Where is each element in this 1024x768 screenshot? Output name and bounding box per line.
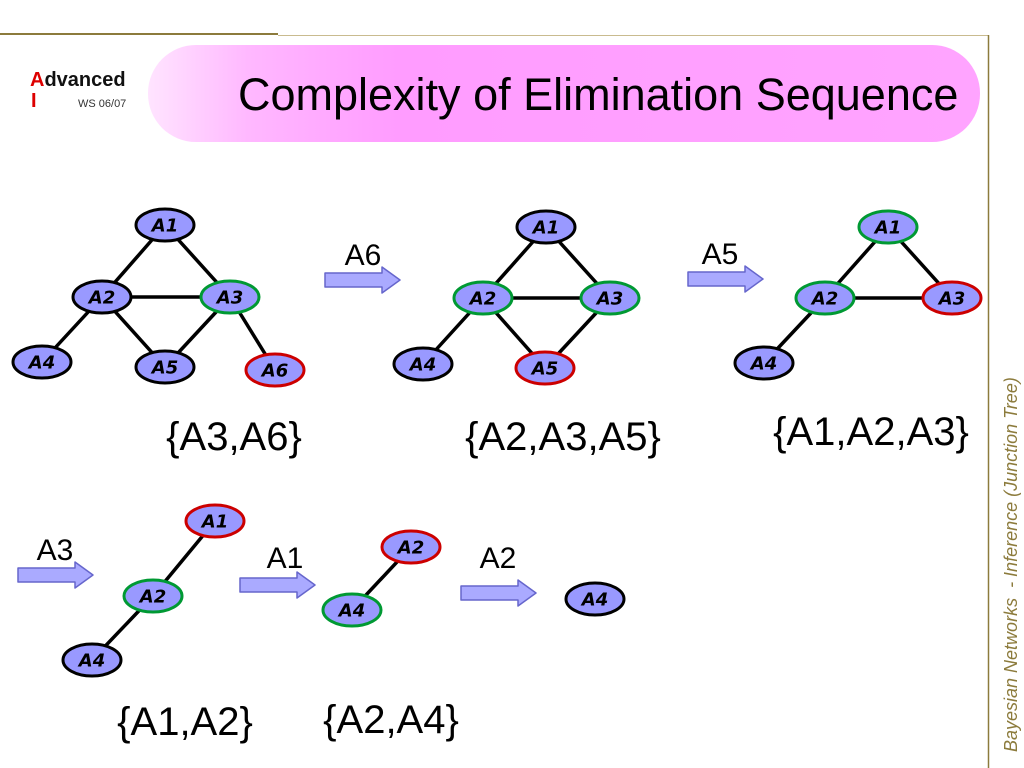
node-ring <box>579 280 641 316</box>
node-ring <box>733 345 795 381</box>
node-ring <box>199 279 261 315</box>
node-label: A6 <box>260 361 288 382</box>
node-ring <box>380 529 442 565</box>
node-ring <box>11 344 73 380</box>
graph-step-2: A1 A2 A3 A4 A5 {A2,A3,A5} <box>392 209 661 459</box>
node-a2: A2 <box>122 578 184 614</box>
eliminate-step-arrow <box>687 265 764 293</box>
eliminated-variable-label: A2 <box>480 542 517 575</box>
node-label: A2 <box>468 289 496 310</box>
graph-step-6: A4 <box>564 581 626 617</box>
node-ring <box>134 207 196 243</box>
node-a3: A3 <box>199 279 261 315</box>
node-ring <box>184 503 246 539</box>
course-logo: Advanced I WS 06/07 <box>30 69 126 112</box>
node-a3: A3 <box>579 280 641 316</box>
title-banner <box>148 45 980 142</box>
clique-label: {A2,A4} <box>323 698 459 742</box>
node-label: A3 <box>595 289 623 310</box>
node-a4: A4 <box>11 344 73 380</box>
node-ring <box>564 581 626 617</box>
node-a5: A5 <box>514 350 576 386</box>
node-a2: A2 <box>452 280 514 316</box>
node-ring <box>515 209 577 245</box>
eliminate-step-arrow <box>17 561 94 589</box>
node-a6: A6 <box>244 352 306 388</box>
graph-step-5: A2 A4 {A2,A4} <box>321 529 459 742</box>
side-caption: Bayesian Networks - Inference (Junction … <box>1001 377 1021 752</box>
node-ring <box>122 578 184 614</box>
node-label: A5 <box>150 358 178 379</box>
node-label: A4 <box>408 355 436 376</box>
graph-step-3: A1 A2 A3 A4 {A1,A2,A3} <box>733 209 983 454</box>
node-ring <box>134 349 196 385</box>
node-label: A1 <box>150 216 178 237</box>
node-ring <box>452 280 514 316</box>
node-a5: A5 <box>134 349 196 385</box>
node-label: A1 <box>873 218 901 239</box>
node-label: A2 <box>138 587 166 608</box>
right-arrow-icon <box>17 561 94 589</box>
clique-label: {A1,A2,A3} <box>773 410 969 454</box>
logo-rest: dvanced <box>44 69 125 91</box>
eliminated-variable-label: A6 <box>345 239 382 272</box>
clique-label: {A1,A2} <box>117 700 253 744</box>
node-label: A1 <box>531 218 559 239</box>
node-label: A1 <box>200 512 228 533</box>
node-label: A2 <box>810 289 838 310</box>
node-label: A3 <box>937 289 965 310</box>
node-label: A4 <box>749 354 777 375</box>
node-ring <box>794 280 856 316</box>
node-a4: A4 <box>564 581 626 617</box>
right-arrow-icon <box>687 265 764 293</box>
node-a4: A4 <box>733 345 795 381</box>
node-label: A2 <box>87 288 115 309</box>
logo-line2: I <box>31 90 37 112</box>
node-label: A2 <box>396 538 424 559</box>
node-ring <box>61 642 123 678</box>
logo-initial: A <box>30 69 44 91</box>
logo-line1: Advanced <box>30 69 126 91</box>
node-label: A4 <box>77 651 105 672</box>
node-a1: A1 <box>857 209 919 245</box>
graph-step-4: A1 A2 A4 {A1,A2} <box>61 503 253 744</box>
node-a1: A1 <box>184 503 246 539</box>
eliminated-variable-label: A3 <box>37 534 74 567</box>
node-ring <box>71 279 133 315</box>
clique-label: {A3,A6} <box>166 415 302 459</box>
node-label: A4 <box>27 353 55 374</box>
node-label: A3 <box>215 288 243 309</box>
node-a4: A4 <box>321 592 383 628</box>
node-ring <box>244 352 306 388</box>
node-a2: A2 <box>380 529 442 565</box>
right-arrow-icon <box>324 266 401 294</box>
right-arrow-icon <box>460 579 537 607</box>
node-label: A4 <box>337 601 365 622</box>
clique-label: {A2,A3,A5} <box>465 415 661 459</box>
right-arrow-icon <box>239 571 316 599</box>
node-a4: A4 <box>61 642 123 678</box>
eliminated-variable-label: A1 <box>267 542 304 575</box>
page-title: Complexity of Elimination Sequence <box>238 69 958 120</box>
node-ring <box>321 592 383 628</box>
node-ring <box>857 209 919 245</box>
term-label: WS 06/07 <box>78 98 126 110</box>
eliminated-variable-label: A5 <box>702 238 739 271</box>
node-a2: A2 <box>71 279 133 315</box>
node-label: A5 <box>530 359 558 380</box>
graph-step-1: A1 A2 A3 A4 A5 A6 {A3,A6} <box>11 207 306 459</box>
node-ring <box>514 350 576 386</box>
node-label: A4 <box>580 590 608 611</box>
node-a1: A1 <box>134 207 196 243</box>
node-ring <box>392 346 454 382</box>
node-a4: A4 <box>392 346 454 382</box>
eliminate-step-arrow <box>460 579 537 607</box>
node-a3: A3 <box>921 280 983 316</box>
node-a2: A2 <box>794 280 856 316</box>
node-ring <box>921 280 983 316</box>
eliminate-step-arrow <box>239 571 316 599</box>
node-a1: A1 <box>515 209 577 245</box>
eliminate-step-arrow <box>324 266 401 294</box>
